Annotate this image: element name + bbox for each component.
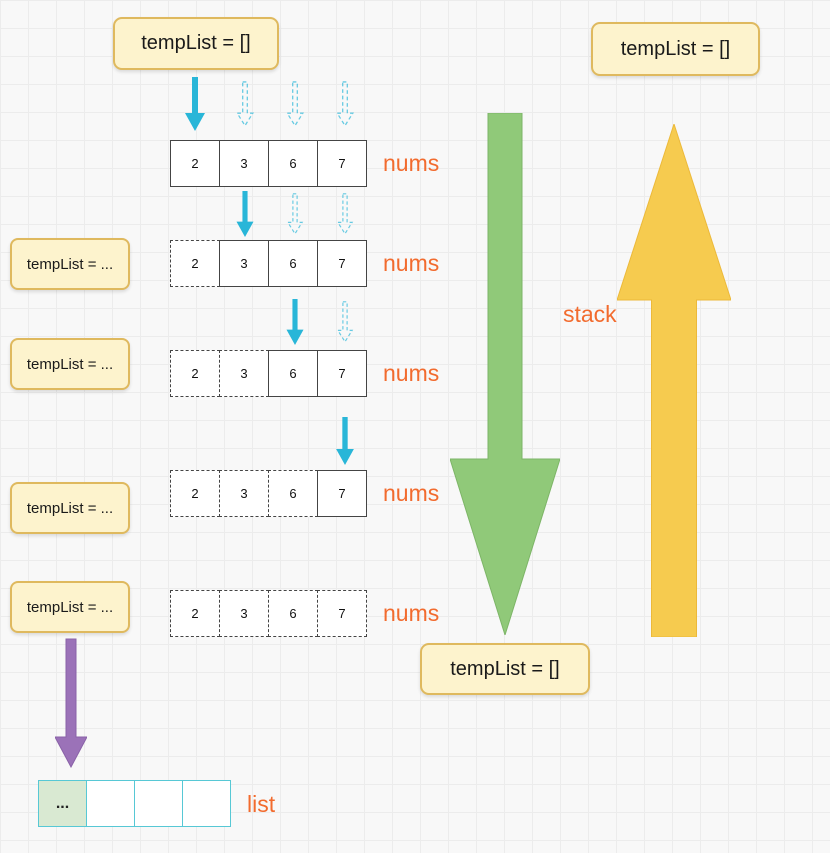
array-cell: 3 [219, 240, 269, 287]
nums-label: nums [383, 360, 440, 386]
array-cell: 7 [317, 590, 367, 637]
array-cell: 7 [317, 140, 367, 187]
dashed-down-arrow-icon [336, 81, 354, 127]
result-list-array: ... [38, 780, 231, 827]
array-cell: 2 [170, 140, 220, 187]
list-cell: ... [38, 780, 87, 827]
dashed-down-arrow-icon [336, 193, 354, 235]
array-cell: 6 [268, 350, 318, 397]
array-cell: 6 [268, 590, 318, 637]
nums-array-row: 2 3 6 7 [170, 240, 367, 287]
templist-note-side: tempList = ... [10, 238, 130, 290]
stack-pop-up-arrow [617, 124, 731, 637]
dashed-down-arrow-icon [236, 81, 254, 127]
array-cell: 3 [219, 590, 269, 637]
templist-note-side: tempList = ... [10, 482, 130, 534]
list-cell [182, 780, 231, 827]
templist-note-side: tempList = ... [10, 581, 130, 633]
array-cell: 6 [268, 140, 318, 187]
templist-note-bottom-center: tempList = [] [420, 643, 590, 695]
nums-label: nums [383, 250, 440, 276]
array-cell: 3 [219, 470, 269, 517]
nums-label: nums [383, 480, 440, 506]
array-cell: 2 [170, 240, 220, 287]
array-cell: 3 [219, 140, 269, 187]
dashed-down-arrow-icon [336, 301, 354, 343]
list-cell [134, 780, 183, 827]
array-cell: 6 [268, 240, 318, 287]
down-arrow-icon [185, 77, 205, 131]
array-cell: 6 [268, 470, 318, 517]
nums-label: nums [383, 150, 440, 176]
nums-array-row: 2 3 6 7 [170, 590, 367, 637]
templist-note-side: tempList = ... [10, 338, 130, 390]
nums-array-row: 2 3 6 7 [170, 470, 367, 517]
result-down-arrow [55, 638, 87, 768]
list-cell [86, 780, 135, 827]
dashed-down-arrow-icon [286, 193, 304, 235]
nums-array-row: 2 3 6 7 [170, 350, 367, 397]
array-cell: 2 [170, 590, 220, 637]
down-arrow-icon [236, 191, 254, 237]
dashed-down-arrow-icon [286, 81, 304, 127]
nums-label: nums [383, 600, 440, 626]
nums-array-row: 2 3 6 7 [170, 140, 367, 187]
array-cell: 7 [317, 470, 367, 517]
array-cell: 2 [170, 470, 220, 517]
array-cell: 7 [317, 350, 367, 397]
templist-note-top-right: tempList = [] [591, 22, 760, 76]
templist-note-top-left: tempList = [] [113, 17, 279, 70]
down-arrow-icon [286, 299, 304, 345]
stack-push-down-arrow [450, 113, 560, 635]
array-cell: 3 [219, 350, 269, 397]
stack-label: stack [563, 301, 617, 327]
list-label: list [247, 791, 276, 817]
array-cell: 7 [317, 240, 367, 287]
down-arrow-icon [336, 417, 354, 465]
array-cell: 2 [170, 350, 220, 397]
